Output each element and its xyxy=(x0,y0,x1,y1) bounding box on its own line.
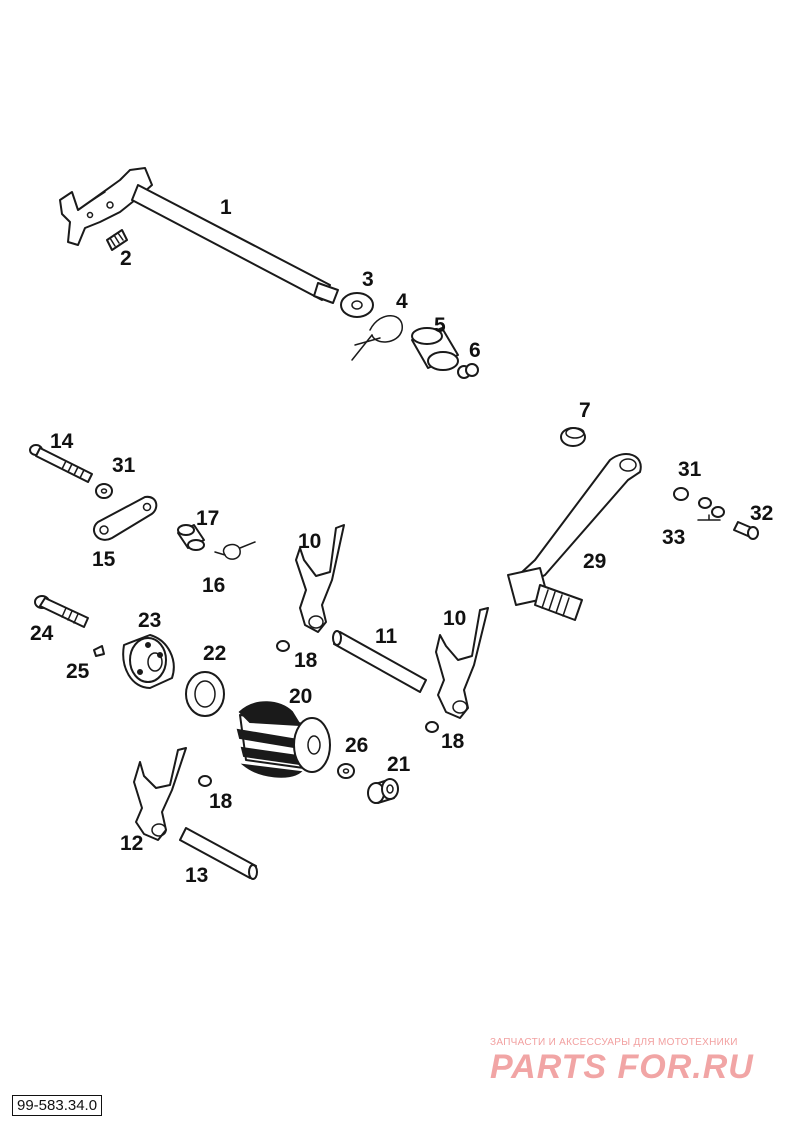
part-14-bolt xyxy=(29,444,93,483)
callout-24: 24 xyxy=(30,622,54,645)
callout-29: 29 xyxy=(583,550,606,573)
callout-16: 16 xyxy=(202,574,225,597)
callout-3: 3 xyxy=(362,268,374,291)
callout-10-right: 10 xyxy=(443,607,466,630)
part-10-shift-fork-right xyxy=(435,607,489,719)
part-31-washer-left xyxy=(95,483,113,499)
part-20-shift-drum xyxy=(236,701,331,778)
part-21-bearing xyxy=(367,778,399,804)
callout-18-c: 18 xyxy=(209,790,233,813)
part-29-shift-lever xyxy=(507,453,642,621)
part-12-shift-fork-lower xyxy=(133,747,187,841)
callout-6: 6 xyxy=(469,339,481,362)
part-7-cap xyxy=(560,427,586,447)
part-4-spring-clip xyxy=(351,315,403,361)
callout-labels: 1 2 3 4 5 6 7 14 31 31 15 17 16 10 29 32… xyxy=(30,196,773,887)
part-6-o-rings xyxy=(457,363,479,379)
watermark-logo: PARTS FOR.RU xyxy=(490,1048,754,1086)
part-1-shift-shaft xyxy=(59,167,339,304)
callout-22: 22 xyxy=(203,642,226,665)
part-24-bolt xyxy=(34,595,89,628)
callout-5: 5 xyxy=(434,314,446,337)
callout-21: 21 xyxy=(387,753,411,776)
callout-31-left: 31 xyxy=(112,454,136,477)
part-25-pin xyxy=(93,645,105,657)
callout-33: 33 xyxy=(662,526,685,549)
part-3-washer xyxy=(340,292,374,318)
part-17-sleeve xyxy=(177,524,205,551)
callout-1: 1 xyxy=(220,196,232,219)
callout-25: 25 xyxy=(66,660,90,683)
callout-13: 13 xyxy=(185,864,208,887)
watermark-tagline: ЗАПЧАСТИ И АКСЕССУАРЫ ДЛЯ МОТОТЕХНИКИ xyxy=(490,1037,738,1048)
callout-31-right: 31 xyxy=(678,458,702,481)
callout-26: 26 xyxy=(345,734,368,757)
callout-4: 4 xyxy=(396,290,408,313)
reference-code: 99-583.34.0 xyxy=(12,1095,103,1116)
part-11-fork-shaft xyxy=(332,630,427,693)
callout-14: 14 xyxy=(50,430,74,453)
watermark: ЗАПЧАСТИ И АКСЕССУАРЫ ДЛЯ МОТОТЕХНИКИ PA… xyxy=(490,1037,754,1086)
part-32-bolt xyxy=(733,521,759,540)
part-10-shift-fork-upper xyxy=(295,524,345,633)
part-18-roller-c xyxy=(198,775,212,787)
part-15-link-plate xyxy=(93,495,158,541)
callout-18-b: 18 xyxy=(441,730,465,753)
callout-12: 12 xyxy=(120,832,143,855)
part-26-washer xyxy=(337,763,355,779)
part-5-bushing xyxy=(411,327,459,371)
callout-23: 23 xyxy=(138,609,161,632)
part-13-fork-shaft xyxy=(179,827,258,880)
part-2-spring xyxy=(106,229,128,251)
callout-7: 7 xyxy=(579,399,591,422)
callout-32: 32 xyxy=(750,502,773,525)
callout-11: 11 xyxy=(375,625,398,648)
part-18-roller-b xyxy=(425,721,439,733)
part-33-washers xyxy=(697,497,725,521)
part-16-spring xyxy=(214,541,256,560)
callout-18-a: 18 xyxy=(294,649,318,672)
part-22-bearing xyxy=(185,671,225,717)
callout-17: 17 xyxy=(196,507,219,530)
callout-15: 15 xyxy=(92,548,116,571)
callout-20: 20 xyxy=(289,685,312,708)
callout-2: 2 xyxy=(120,247,132,270)
part-18-roller-a xyxy=(276,640,290,652)
part-23-shift-cam xyxy=(122,634,175,689)
part-31-washer-right xyxy=(673,487,689,501)
callout-10-upper: 10 xyxy=(298,530,321,553)
